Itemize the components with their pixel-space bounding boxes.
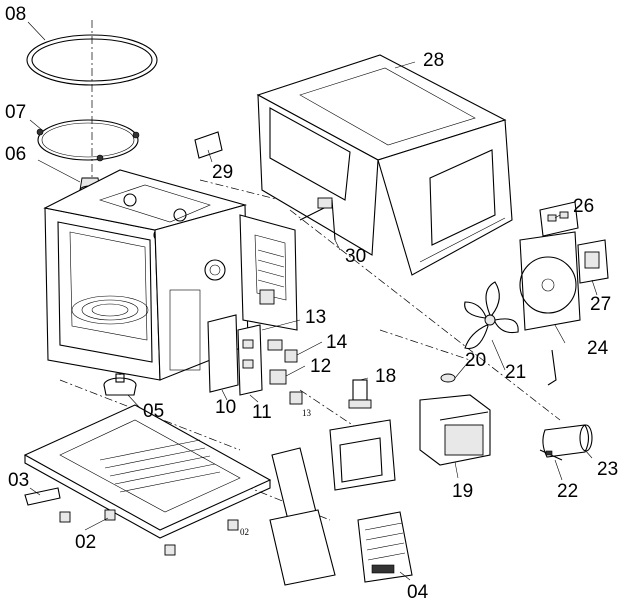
label-20: 20 bbox=[465, 350, 486, 371]
label-13: 13 bbox=[305, 307, 326, 328]
label-07: 07 bbox=[5, 102, 26, 123]
thermal-cutout bbox=[440, 373, 456, 383]
label-10: 10 bbox=[215, 397, 236, 418]
label-02: 02 bbox=[75, 532, 96, 553]
label-27: 27 bbox=[590, 294, 611, 315]
label-29: 29 bbox=[212, 162, 233, 183]
outer-cabinet bbox=[256, 54, 513, 276]
label-30: 30 bbox=[345, 246, 366, 267]
power-board bbox=[357, 511, 413, 583]
oven-cavity bbox=[43, 169, 249, 381]
mark-02: 02 bbox=[240, 527, 249, 537]
mark-13: 13 bbox=[302, 408, 312, 418]
waveguide-cover bbox=[194, 131, 223, 159]
turntable-motor bbox=[103, 373, 137, 396]
fan-motor bbox=[577, 239, 609, 284]
side-panel bbox=[269, 447, 336, 586]
label-14: 14 bbox=[326, 332, 348, 353]
fan-bracket-top bbox=[539, 201, 579, 237]
control-board bbox=[207, 314, 239, 393]
base-plate bbox=[23, 404, 272, 539]
back-panel bbox=[239, 214, 298, 331]
roller-ring bbox=[36, 119, 140, 162]
label-12: 12 bbox=[310, 356, 331, 377]
transformer bbox=[419, 394, 491, 466]
label-26: 26 bbox=[573, 196, 594, 217]
part-labels: 08 07 06 29 28 30 26 27 24 13 14 12 18 2… bbox=[5, 4, 618, 602]
label-18: 18 bbox=[375, 366, 396, 387]
stirrer-wire bbox=[299, 197, 336, 241]
switch-bracket bbox=[237, 324, 263, 396]
magnetron bbox=[329, 379, 396, 491]
label-19: 19 bbox=[452, 481, 473, 502]
label-04: 04 bbox=[407, 582, 429, 602]
label-23: 23 bbox=[597, 459, 618, 480]
label-22: 22 bbox=[557, 481, 578, 502]
diode bbox=[539, 449, 563, 461]
turntable-tray bbox=[26, 34, 158, 86]
label-28: 28 bbox=[423, 50, 444, 71]
base-feet bbox=[24, 487, 239, 556]
label-05: 05 bbox=[143, 401, 164, 422]
label-06: 06 bbox=[5, 144, 26, 165]
label-24: 24 bbox=[587, 338, 609, 359]
label-11: 11 bbox=[252, 402, 272, 423]
label-03: 03 bbox=[8, 470, 29, 491]
capacitor bbox=[542, 424, 593, 458]
label-08: 08 bbox=[5, 4, 26, 25]
interlock-switches bbox=[267, 339, 303, 405]
label-21: 21 bbox=[505, 362, 526, 383]
leader-lines bbox=[27, 21, 598, 581]
fan-blade bbox=[464, 281, 519, 350]
fan-duct bbox=[519, 231, 581, 386]
